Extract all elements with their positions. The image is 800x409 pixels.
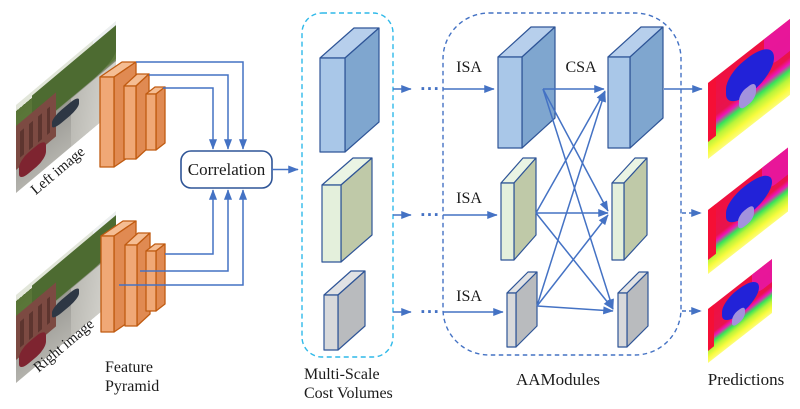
cost-volume-block-medium [321,157,373,263]
label-line: Pyramid [105,378,160,395]
pyramid-slab [123,73,150,160]
aamodule-block-left-large [497,26,556,149]
aamodules-label: AAModules [515,370,601,389]
cost-volume-block-large [319,27,380,153]
arrow-line [536,214,609,307]
isa-label-2: ISA [456,190,482,207]
aamodules-group [442,12,682,356]
predictions-label: Predictions [707,370,785,389]
ellipsis-dots: ··· [419,206,441,224]
arrow-line [536,305,614,315]
arrow-line [136,61,248,150]
arrow-line [163,87,218,150]
pyramid-slab [145,86,166,151]
aamodule-block-right-large [607,26,664,149]
aamodules-dashed-box [442,12,682,356]
arrow-line [149,74,233,150]
arrow-line [542,88,609,212]
arrow-line [542,88,614,310]
aamodule-block-right-medium [611,157,648,261]
left-pyramid-to-correlation-arrows [136,61,248,150]
isa-label-1: ISA [456,59,482,76]
arrow-line [535,90,606,214]
ellipsis-dots: ··· [419,303,441,321]
label-line: Multi-Scale [304,366,380,383]
arrow-line [536,91,606,307]
pyramid-slab [145,243,166,312]
aamodule-block-left-small [506,271,538,348]
ellipsis-dots: ··· [419,80,441,98]
feature-pyramid-top [99,61,166,168]
prediction-arrows [664,84,703,316]
arrow-line [119,189,248,286]
arrow-line [165,189,218,255]
arrow-line [140,189,233,272]
feature-pyramid-label: Feature Pyramid [105,358,159,396]
cost-volumes-group [301,12,412,358]
label-line: Cost Volumes [304,385,393,402]
label-line: Feature [105,359,153,376]
isa-label-3: ISA [456,288,482,305]
aamodule-block-left-medium [500,157,537,261]
cross-scale-arrows [535,84,614,315]
aamodule-block-right-small [617,271,649,348]
csa-label: CSA [565,59,597,76]
cost-volumes-label: Multi-Scale Cost Volumes [304,365,393,403]
arrow-line [535,212,614,310]
cost-volume-block-small [323,270,366,351]
feature-pyramid-bottom [100,220,166,333]
right-pyramid-to-correlation-arrows [119,189,248,286]
cost-volumes-dashed-box [301,12,394,358]
correlation-label: Correlation [187,160,266,179]
